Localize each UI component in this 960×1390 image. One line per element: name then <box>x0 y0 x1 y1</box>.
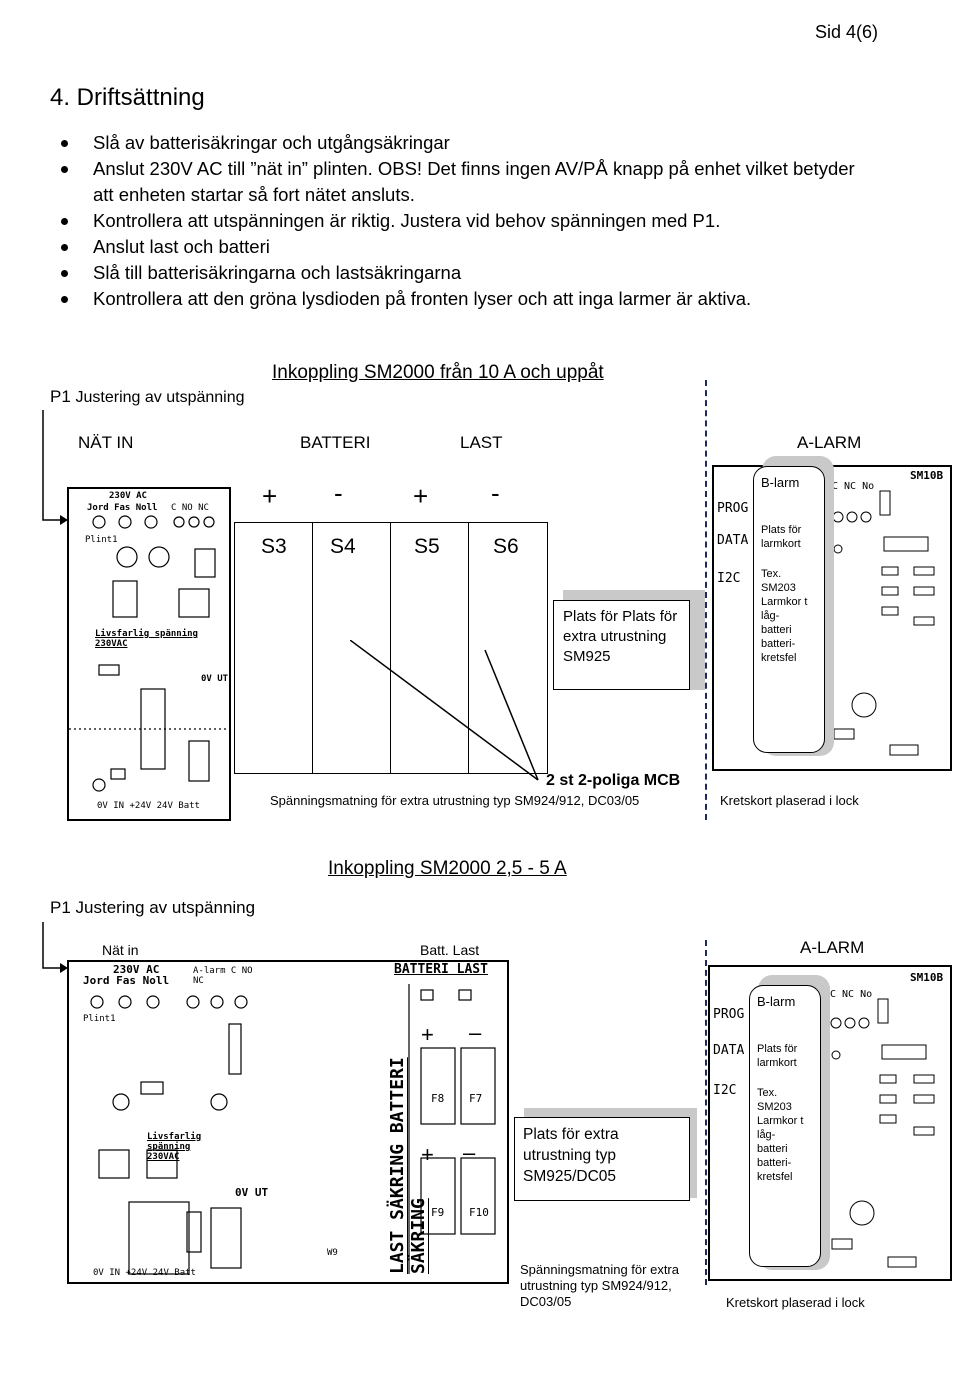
instruction-list: Slå av batterisäkringar och utgångsäkrin… <box>55 130 875 312</box>
alarm-card-slot-2: B-larm Plats för larmkort Tex. SM203 Lar… <box>749 985 821 1267</box>
alarm-card-components-2 <box>830 998 935 1268</box>
alarm-label: A-LARM <box>797 433 862 452</box>
bullet-icon <box>61 244 68 251</box>
alarm-label-2: A-LARM <box>800 938 865 957</box>
alarm-card-slot: B-larm Plats för larmkort Tex. SM203 Lar… <box>753 466 825 753</box>
lock-note-2: Kretskort plaserad i lock <box>726 1295 865 1310</box>
sign-plus-1: + <box>262 481 278 511</box>
bullet-icon <box>61 166 68 173</box>
divider-line-2 <box>705 940 707 1285</box>
p1-label: P1 Justering av utspänning <box>50 387 245 406</box>
list-item: Kontrollera att den gröna lysdioden på f… <box>55 286 875 312</box>
nat-in-label-2: Nät in <box>102 942 139 958</box>
batt-last-label: Batt. Last <box>420 942 480 958</box>
list-item: Anslut last och batteri <box>55 234 875 260</box>
last-label: LAST <box>460 433 503 452</box>
divider-line <box>705 380 707 820</box>
bullet-icon <box>61 296 68 303</box>
list-item: Slå av batterisäkringar och utgångsäkrin… <box>55 130 875 156</box>
pcb-components-main <box>90 984 496 1275</box>
diagram1-title: Inkoppling SM2000 från 10 A och uppåt <box>272 362 604 383</box>
nat-in-label: NÄT IN <box>78 433 134 452</box>
list-item: Anslut 230V AC till ”nät in” plinten. OB… <box>55 156 875 208</box>
p1-pointer-line-2 <box>42 922 68 973</box>
switch-s3: S3 <box>234 522 314 774</box>
lock-note: Kretskort plaserad i lock <box>720 793 859 808</box>
diagram2-title: Inkoppling SM2000 2,5 - 5 A <box>328 858 567 879</box>
page-number: Sid 4(6) <box>814 22 878 42</box>
pcb-components <box>69 515 229 792</box>
list-item: Kontrollera att utspänningen är riktig. … <box>55 208 875 234</box>
p1-pointer-line <box>42 410 68 525</box>
bullet-icon <box>61 140 68 147</box>
pcb-board-left: 230V AC Jord Fas Noll C NO NC Plint1 Liv… <box>67 487 231 821</box>
bullet-icon <box>61 218 68 225</box>
supply-note-2: Spänningsmatning för extra utrustning ty… <box>520 1262 679 1309</box>
extra-equipment-box: Plats för Plats för extra utrustning SM9… <box>553 600 690 690</box>
sign-minus-1: - <box>334 478 343 508</box>
mcb-pointer-lines <box>350 640 539 781</box>
switch-s4: S4 <box>312 522 392 774</box>
p1-label-2: P1 Justering av utspänning <box>50 898 256 917</box>
bullet-icon <box>61 270 68 277</box>
extra-equipment-box-2: Plats för extra utrustning typ SM925/DC0… <box>514 1117 690 1201</box>
batteri-label: BATTERI <box>300 433 371 452</box>
sign-plus-2: + <box>413 481 429 511</box>
section-heading: 4. Driftsättning <box>50 84 205 111</box>
pcb-board-main: 230V AC Jord Fas Noll A-larm C NO NC Pli… <box>67 960 509 1284</box>
sign-minus-2: - <box>491 478 500 508</box>
supply-note: Spänningsmatning för extra utrustning ty… <box>270 793 640 808</box>
alarm-card-board-2: PROG DATA I2C SM10B C NC No <box>708 965 952 1281</box>
mcb-label: 2 st 2-poliga MCB <box>546 772 681 789</box>
switch-s6: S6 <box>468 522 548 774</box>
list-item: Slå till batterisäkringarna och lastsäkr… <box>55 260 875 286</box>
